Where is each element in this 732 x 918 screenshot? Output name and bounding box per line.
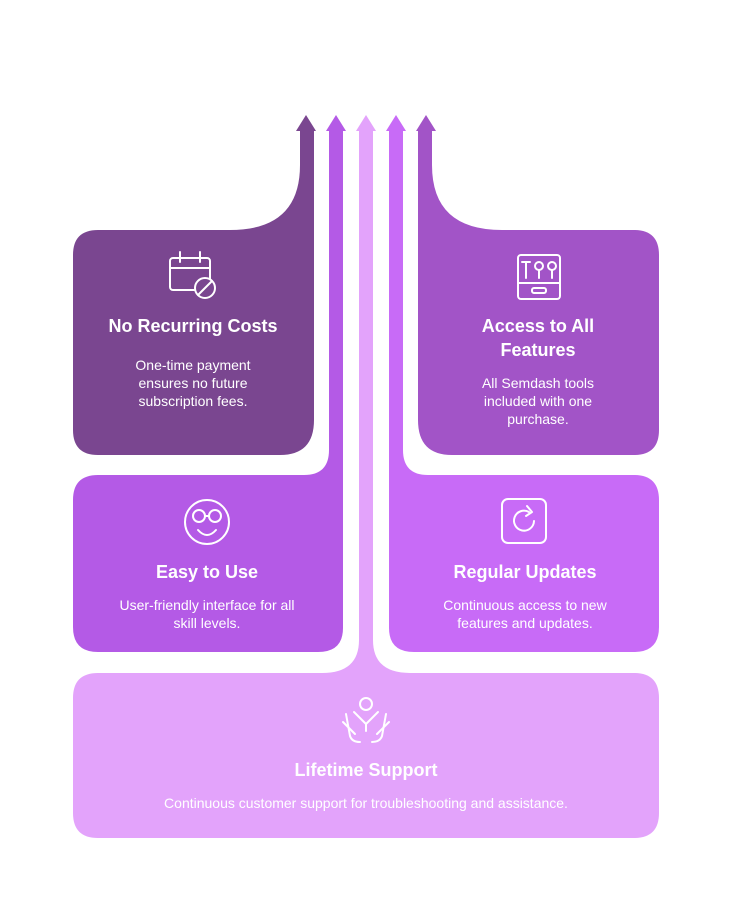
smiling-face-glasses-icon (184, 499, 230, 545)
card-title: Lifetime Support (294, 760, 438, 780)
card-easy-to-use: Easy to Use User-friendly interface for … (97, 560, 317, 632)
card-description: Continuous customer support for troubles… (164, 795, 568, 811)
card-description: All Semdash tools included with one purc… (481, 375, 595, 427)
card-description: User-friendly interface for all skill le… (119, 597, 295, 631)
card-description: Continuous access to new features and up… (443, 597, 607, 631)
arrow-head-4 (386, 115, 406, 131)
card-description: One-time payment ensures no future subsc… (135, 357, 251, 409)
card-title: No Recurring Costs (108, 316, 278, 336)
card-title: Regular Updates (453, 562, 597, 582)
refresh-icon (501, 498, 547, 544)
card-title: Access to All Features (481, 316, 595, 360)
arrow-head-2 (326, 115, 346, 131)
card-lifetime-support-shape (73, 130, 659, 838)
card-easy-to-use-shape (73, 130, 343, 652)
arrow-head-3 (356, 115, 376, 131)
card-no-recurring-costs-shape (73, 130, 314, 455)
card-title: Easy to Use (155, 562, 259, 582)
card-lifetime-support: Lifetime Support Continuous customer sup… (96, 758, 636, 812)
card-access-all-features: Access to All Features All Semdash tools… (448, 314, 628, 428)
toolbox-icon (517, 254, 561, 300)
card-regular-updates: Regular Updates Continuous access to new… (414, 560, 636, 632)
card-no-recurring-costs: No Recurring Costs One-time payment ensu… (93, 314, 293, 410)
hands-support-icon (342, 697, 390, 743)
card-regular-updates-shape (389, 130, 659, 652)
arrow-head-1 (296, 115, 316, 131)
arrow-head-5 (416, 115, 436, 131)
calendar-cancel-icon (169, 251, 216, 299)
